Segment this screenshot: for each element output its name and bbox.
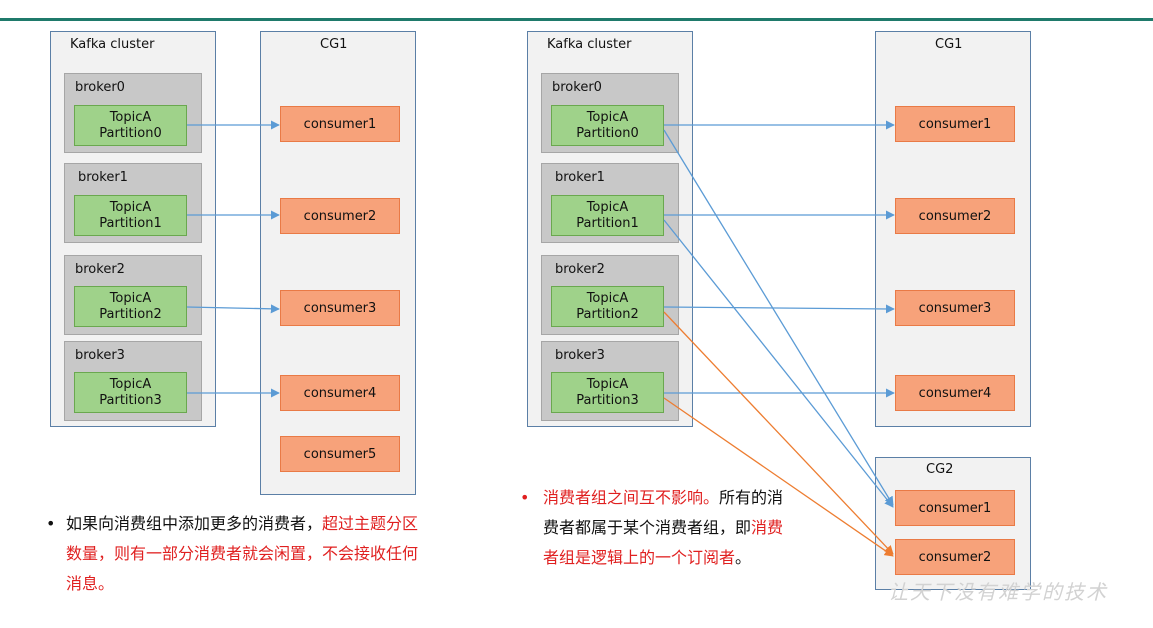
- left-partition0-name: Partition0: [99, 125, 162, 141]
- right-partition1-name: Partition1: [576, 215, 639, 231]
- right-broker2-label: broker2: [555, 262, 605, 277]
- left-partition2-topic: TopicA: [109, 290, 152, 306]
- left-consumer1: consumer1: [280, 106, 400, 142]
- right-broker3-label: broker3: [555, 348, 605, 363]
- right-cg1-consumer3: consumer3: [895, 290, 1015, 326]
- right-cg1-consumer1: consumer1: [895, 106, 1015, 142]
- left-cluster-label: Kafka cluster: [70, 37, 155, 52]
- right-cluster-label: Kafka cluster: [547, 37, 632, 52]
- right-partition0-topic: TopicA: [586, 109, 629, 125]
- left-consumer3: consumer3: [280, 290, 400, 326]
- left-partition3-name: Partition3: [99, 392, 162, 408]
- right-note: 消费者组之间互不影响。所有的消费者都属于某个消费者组，即消费者组是逻辑上的一个订…: [543, 483, 799, 573]
- watermark: 让天下没有难学的技术: [888, 580, 1108, 604]
- arrow-right-p1-cg2c1: [663, 219, 894, 508]
- right-cg2-consumer1: consumer1: [895, 490, 1015, 526]
- left-partition1: TopicA Partition1: [74, 195, 187, 236]
- right-cg2-consumer2: consumer2: [895, 539, 1015, 575]
- left-partition0: TopicA Partition0: [74, 105, 187, 146]
- left-broker1-label: broker1: [78, 170, 128, 185]
- right-partition3-name: Partition3: [576, 392, 639, 408]
- left-consumer5: consumer5: [280, 436, 400, 472]
- left-consumer2: consumer2: [280, 198, 400, 234]
- left-note-black: 如果向消费组中添加更多的消费者，: [66, 514, 323, 533]
- right-note-end: 。: [735, 548, 752, 567]
- arrow-left-p2-c3: [186, 304, 280, 314]
- header-divider: [0, 18, 1153, 21]
- left-note-bullet: •: [46, 514, 56, 533]
- arrow-right-p0-cg2c1: [663, 129, 894, 506]
- right-partition2: TopicA Partition2: [551, 286, 664, 327]
- left-consumer4: consumer4: [280, 375, 400, 411]
- left-cg1-label: CG1: [320, 37, 348, 52]
- arrow-right-p2-cg2c2: [663, 311, 894, 555]
- right-partition3-topic: TopicA: [586, 376, 629, 392]
- right-partition1: TopicA Partition1: [551, 195, 664, 236]
- right-partition0: TopicA Partition0: [551, 105, 664, 146]
- left-broker3-label: broker3: [75, 348, 125, 363]
- left-partition0-topic: TopicA: [109, 109, 152, 125]
- left-note: 如果向消费组中添加更多的消费者，超过主题分区数量，则有一部分消费者就会闲置，不会…: [66, 509, 432, 599]
- right-partition1-topic: TopicA: [586, 199, 629, 215]
- left-note-red: 超过主题分区数量，则有一部分消费者就会闲置，不会接收任何消息。: [66, 514, 419, 593]
- left-broker0-label: broker0: [75, 80, 125, 95]
- left-broker2-label: broker2: [75, 262, 125, 277]
- right-partition2-name: Partition2: [576, 306, 639, 322]
- left-partition1-topic: TopicA: [109, 199, 152, 215]
- left-partition2-name: Partition2: [99, 306, 162, 322]
- right-cg1-consumer4: consumer4: [895, 375, 1015, 411]
- right-broker1-label: broker1: [555, 170, 605, 185]
- right-cg2-label: CG2: [926, 462, 954, 477]
- right-cg1-label: CG1: [935, 37, 963, 52]
- right-broker0-label: broker0: [552, 80, 602, 95]
- left-partition2: TopicA Partition2: [74, 286, 187, 327]
- right-partition3: TopicA Partition3: [551, 372, 664, 413]
- right-cg1-consumer2: consumer2: [895, 198, 1015, 234]
- left-partition3-topic: TopicA: [109, 376, 152, 392]
- right-note-bullet: •: [520, 488, 530, 507]
- left-partition1-name: Partition1: [99, 215, 162, 231]
- left-partition3: TopicA Partition3: [74, 372, 187, 413]
- arrow-right-p2-cg1c3: [663, 304, 895, 314]
- right-note-red2: 消费者组是逻辑上的一个订阅者: [543, 518, 784, 567]
- arrow-right-p3-cg2c2: [663, 397, 894, 557]
- right-note-red1: 消费者组之间互不影响。: [543, 488, 720, 507]
- right-partition2-topic: TopicA: [586, 290, 629, 306]
- right-note-black: 所有的消费者都属于某个消费者组，即: [543, 488, 784, 537]
- right-partition0-name: Partition0: [576, 125, 639, 141]
